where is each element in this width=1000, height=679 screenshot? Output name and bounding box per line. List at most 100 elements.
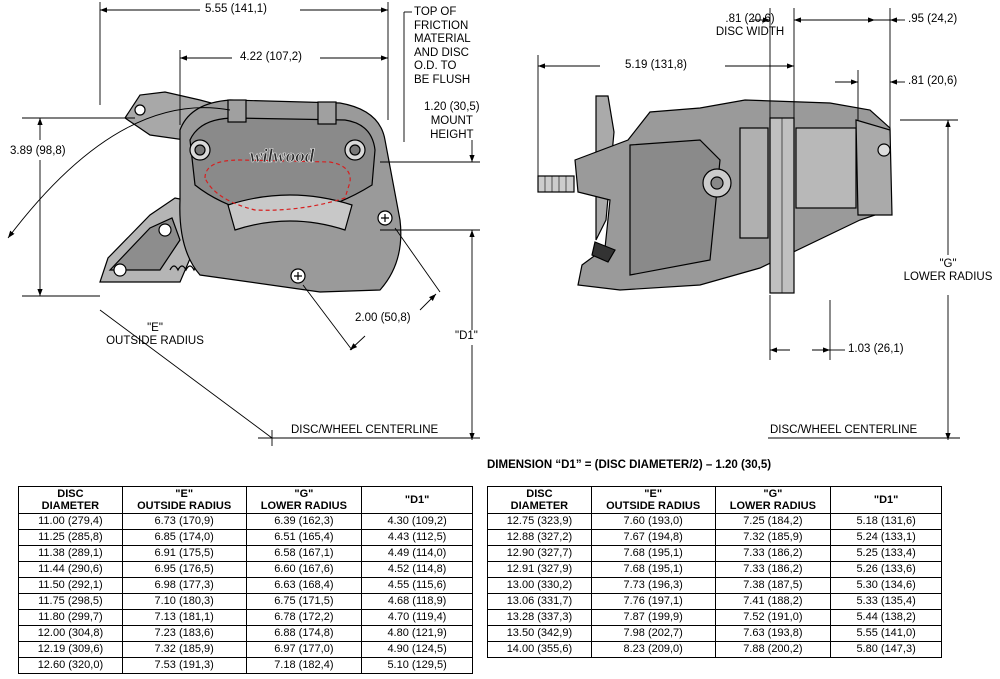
table-cell: 13.50 (342,9) [487,625,592,642]
table-cell: 13.06 (331,7) [487,593,592,610]
g-radius-line: LOWER RADIUS [903,271,993,283]
centerline-left-label: DISC/WHEEL CENTERLINE [291,424,439,436]
table-row: 11.50 (292,1)6.98 (177,3)6.63 (168,4)4.5… [18,577,473,594]
table-cell: 7.32 (185,9) [121,641,247,658]
table-left-body: 11.00 (279,4)6.73 (170,9)6.39 (162,3)4.3… [18,513,473,674]
table-cell: 5.55 (141,0) [830,625,942,642]
table-cell: 5.26 (133,6) [830,561,942,578]
table-cell: 7.33 (186,2) [714,545,832,562]
table-row: 13.28 (337,3)7.87 (199,9)7.52 (191,0)5.4… [487,609,942,626]
table-cell: 6.63 (168,4) [245,577,363,594]
disc-width-line: .81 (20,6) [725,13,775,25]
offset-103-label: 1.03 (26,1) [848,343,904,355]
table-cell: 7.52 (191,0) [714,609,832,626]
g-radius-label: "G" LOWER RADIUS [893,258,1000,284]
table-cell: 5.30 (134,6) [830,577,942,594]
table-right-body: 12.75 (323,9)7.60 (193,0)7.25 (184,2)5.1… [487,513,942,658]
table-cell: 11.38 (289,1) [18,545,123,562]
top-friction-line: BE FLUSH [414,73,471,86]
table-row: 12.91 (327,9)7.68 (195,1)7.33 (186,2)5.2… [487,561,942,578]
table-cell: 5.80 (147,3) [830,641,942,658]
d1-formula: DIMENSION “D1” = (DISC DIAMETER/2) – 1.2… [487,459,772,471]
table-cell: 6.85 (174,0) [121,529,247,546]
table-cell: 12.00 (304,8) [18,625,123,642]
table-cell: 6.73 (170,9) [121,513,247,530]
table-row: 12.19 (309,6)7.32 (185,9)6.97 (177,0)4.9… [18,641,473,658]
table-cell: 4.49 (114,0) [361,545,473,562]
e-radius-line: OUTSIDE RADIUS [106,335,204,347]
table-cell: 4.70 (119,4) [361,609,473,626]
caliper-front-view [99,91,402,293]
table-row: 11.00 (279,4)6.73 (170,9)6.39 (162,3)4.3… [18,513,473,530]
table-cell: 6.95 (176,5) [121,561,247,578]
right-dimension-lines [537,8,960,440]
side-81-label: .81 (20,6) [908,75,958,87]
table-row: 11.75 (298,5)7.10 (180,3)6.75 (171,5)4.6… [18,593,473,610]
col-header-outside-radius: "E"OUTSIDE RADIUS [121,486,247,514]
top-friction-note: TOP OF FRICTION MATERIAL AND DISC O.D. T… [414,6,471,87]
wilwood-logo: wilwood [250,146,315,167]
mount-height-line: HEIGHT [430,129,474,141]
col-header-d1: "D1" [361,486,473,514]
left-dimension-lines [7,2,480,446]
e-radius-line: "E" [147,322,163,334]
table-cell: 6.39 (162,3) [245,513,363,530]
table-cell: 12.90 (327,7) [487,545,592,562]
table-cell: 7.38 (187,5) [714,577,832,594]
top-friction-line: FRICTION [414,19,469,32]
table-cell: 11.80 (299,7) [18,609,123,626]
table-cell: 7.98 (202,7) [590,625,716,642]
overall-width-label: 5.55 (141,1) [205,3,268,15]
table-cell: 5.24 (133,1) [830,529,942,546]
col-header-lower-radius: "G"LOWER RADIUS [245,486,363,514]
table-cell: 12.88 (327,2) [487,529,592,546]
inner-width-label: 4.22 (107,2) [240,51,303,63]
disc-width-label: .81 (20,6) DISC WIDTH [700,13,800,39]
table-cell: 6.98 (177,3) [121,577,247,594]
mount-height-line: MOUNT [430,115,473,127]
table-cell: 8.23 (209,0) [590,641,716,658]
table-cell: 6.91 (175,5) [121,545,247,562]
table-cell: 11.75 (298,5) [18,593,123,610]
table-cell: 7.23 (183,6) [121,625,247,642]
table-cell: 6.97 (177,0) [245,641,363,658]
table-cell: 7.18 (182,4) [245,657,363,674]
col-header-outside-radius: "E"OUTSIDE RADIUS [590,486,716,514]
table-row: 13.00 (330,2)7.73 (196,3)7.38 (187,5)5.3… [487,577,942,594]
table-cell: 5.18 (131,6) [830,513,942,530]
side-length-label: 5.19 (131,8) [625,59,688,71]
e-radius-label: "E" OUTSIDE RADIUS [90,322,220,348]
col-header-d1: "D1" [830,486,942,514]
table-row: 11.38 (289,1)6.91 (175,5)6.58 (167,1)4.4… [18,545,473,562]
centerline-right-label: DISC/WHEEL CENTERLINE [770,424,918,436]
disc-width-line: DISC WIDTH [715,26,785,38]
table-cell: 13.00 (330,2) [487,577,592,594]
caliper-dimension-drawing: wilwood [7,2,960,446]
table-cell: 11.44 (290,6) [18,561,123,578]
table-cell: 7.68 (195,1) [590,561,716,578]
table-cell: 4.30 (109,2) [361,513,473,530]
table-cell: 7.32 (185,9) [714,529,832,546]
table-cell: 6.60 (167,6) [245,561,363,578]
table-row: 12.00 (304,8)7.23 (183,6)6.88 (174,8)4.8… [18,625,473,642]
mount-height-label: 1.20 (30,5) MOUNT HEIGHT [424,100,480,142]
top-friction-line: AND DISC [414,46,469,59]
table-row: 13.50 (342,9)7.98 (202,7)7.63 (193,8)5.5… [487,625,942,642]
table-cell: 6.88 (174,8) [245,625,363,642]
table-cell: 7.13 (181,1) [121,609,247,626]
table-cell: 7.33 (186,2) [714,561,832,578]
table-cell: 4.52 (114,8) [361,561,473,578]
table-row: 12.75 (323,9)7.60 (193,0)7.25 (184,2)5.1… [487,513,942,530]
table-cell: 5.44 (138,2) [830,609,942,626]
table-cell: 6.51 (165,4) [245,529,363,546]
table-cell: 7.68 (195,1) [590,545,716,562]
table-row: 11.80 (299,7)7.13 (181,1)6.78 (172,2)4.7… [18,609,473,626]
table-cell: 4.90 (124,5) [361,641,473,658]
table-row: 11.44 (290,6)6.95 (176,5)6.60 (167,6)4.5… [18,561,473,578]
table-row: 11.25 (285,8)6.85 (174,0)6.51 (165,4)4.4… [18,529,473,546]
table-cell: 7.73 (196,3) [590,577,716,594]
